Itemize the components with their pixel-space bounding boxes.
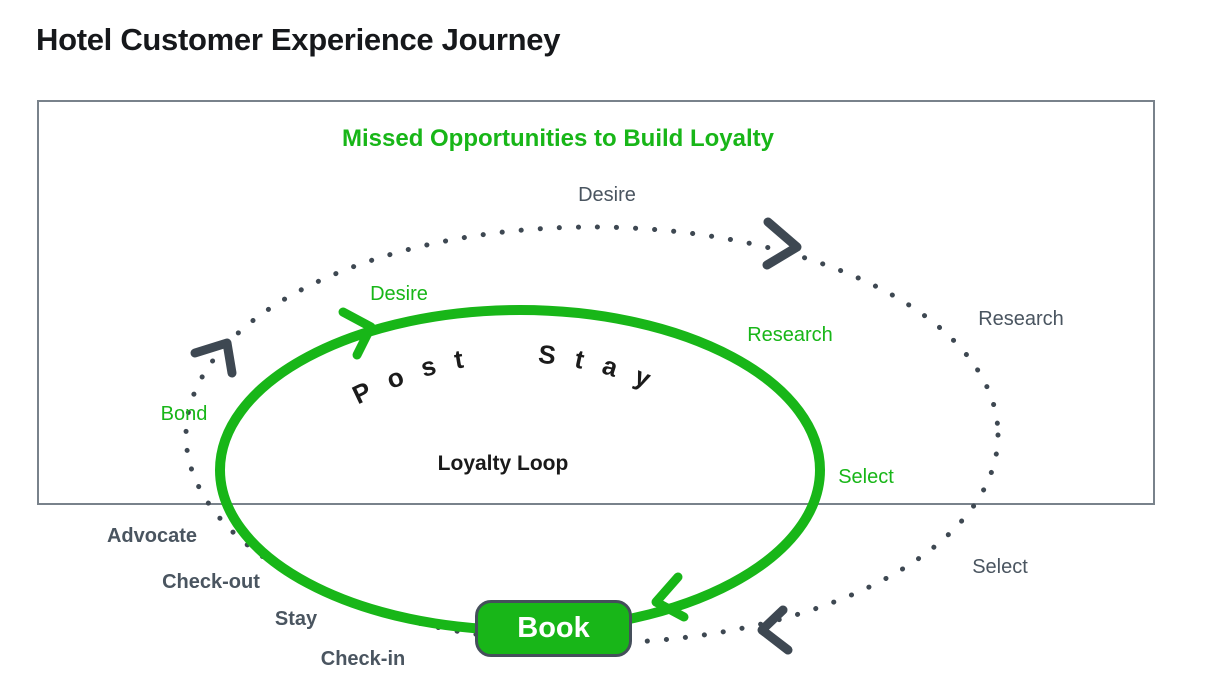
outer-label-stay: Stay bbox=[274, 608, 318, 630]
post-stay-curved-label: Post Stay bbox=[348, 338, 673, 410]
outer-label-check-in: Check-in bbox=[320, 648, 406, 670]
loyalty-loop-label: Loyalty Loop bbox=[437, 452, 569, 475]
loyalty-flow-arrow-top-icon bbox=[338, 307, 376, 360]
outer-label-check-out: Check-out bbox=[162, 571, 260, 593]
loyalty-flow-arrow-bottom-icon bbox=[651, 572, 689, 622]
outer-label-desire: Desire bbox=[578, 184, 636, 206]
outer-label-select: Select bbox=[972, 556, 1028, 578]
missed-opportunities-panel bbox=[37, 100, 1155, 505]
inner-label-desire: Desire bbox=[370, 283, 428, 305]
outer-flow-arrow-top-icon bbox=[762, 217, 802, 270]
outer-label-research: Research bbox=[978, 308, 1064, 330]
book-button: Book bbox=[475, 600, 632, 657]
inner-label-research: Research bbox=[747, 324, 833, 346]
outer-flow-arrow-left-icon bbox=[190, 338, 237, 378]
outer-flow-arrow-bottom-icon bbox=[757, 605, 793, 655]
panel-heading: Missed Opportunities to Build Loyalty bbox=[341, 125, 775, 152]
outer-label-advocate: Advocate bbox=[106, 525, 198, 547]
page-title: Hotel Customer Experience Journey bbox=[36, 22, 561, 57]
inner-label-select: Select bbox=[838, 466, 894, 488]
inner-label-bond: Bond bbox=[160, 403, 208, 425]
